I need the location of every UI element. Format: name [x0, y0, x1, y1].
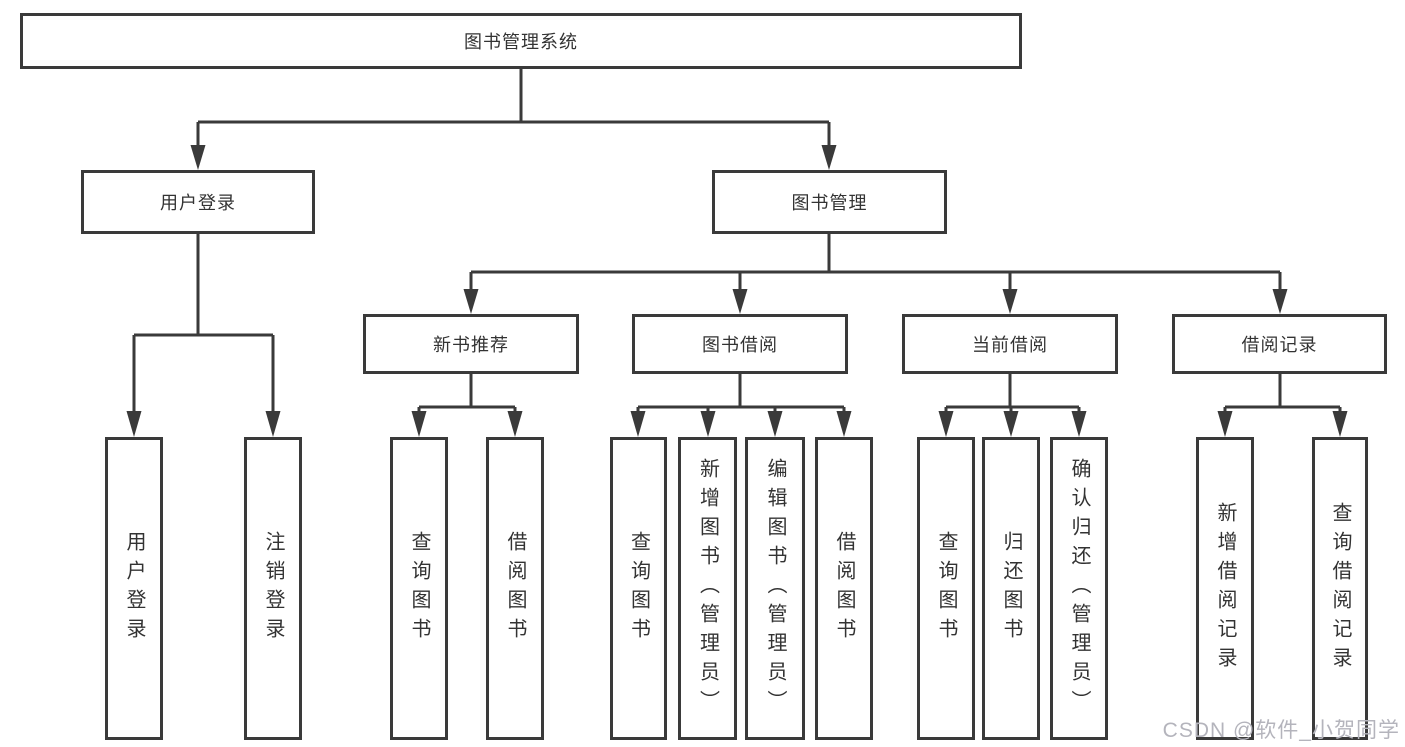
- node-borrowing-records: 借阅记录: [1172, 314, 1387, 374]
- arrow-down-icon: [630, 411, 646, 437]
- arrow-down-icon: [1332, 411, 1348, 437]
- arrow-down-icon: [700, 411, 716, 437]
- csdn-watermark: CSDN @软件_小贺同学: [1162, 719, 1400, 742]
- arrow-down-icon: [1003, 411, 1019, 437]
- arrow-down-icon: [265, 411, 281, 437]
- node-leaf-borrow-books: 借阅图书: [815, 437, 873, 740]
- node-leaf-edit-books-admin: 编辑图书（管理员）: [745, 437, 805, 740]
- node-leaf-add-borrow-record: 新增借阅记录: [1196, 437, 1254, 740]
- node-leaf-query-books: 查询图书: [610, 437, 667, 740]
- arrow-down-icon: [767, 411, 783, 437]
- arrow-down-icon: [836, 411, 852, 437]
- arrowheads: [126, 145, 1348, 437]
- node-book-borrowing: 图书借阅: [632, 314, 848, 374]
- arrow-down-icon: [507, 411, 523, 437]
- node-leaf-logout: 注销登录: [244, 437, 302, 740]
- connector-userlogin-to-leaves: [132, 234, 275, 414]
- node-leaf-user-login: 用户登录: [105, 437, 163, 740]
- arrow-down-icon: [938, 411, 954, 437]
- node-leaf-query-borrow-record: 查询借阅记录: [1312, 437, 1368, 740]
- arrow-down-icon: [1272, 289, 1288, 314]
- node-leaf-confirm-return-admin: 确认归还（管理员）: [1050, 437, 1108, 740]
- arrow-down-icon: [821, 145, 837, 170]
- arrow-down-icon: [126, 411, 142, 437]
- arrow-down-icon: [190, 145, 206, 170]
- arrow-down-icon: [1217, 411, 1233, 437]
- node-leaf-query-books: 查询图书: [917, 437, 975, 740]
- arrow-down-icon: [411, 411, 427, 437]
- node-user-login: 用户登录: [81, 170, 315, 234]
- arrow-down-icon: [732, 289, 748, 314]
- arrow-down-icon: [463, 289, 479, 314]
- node-leaf-return-books: 归还图书: [982, 437, 1040, 740]
- node-new-book-recommend: 新书推荐: [363, 314, 579, 374]
- node-book-management: 图书管理: [712, 170, 947, 234]
- node-current-borrowing: 当前借阅: [902, 314, 1118, 374]
- node-library-management-system: 图书管理系统: [20, 13, 1022, 69]
- node-leaf-query-books: 查询图书: [390, 437, 448, 740]
- connector-borrowrecords-to-leaves: [1223, 374, 1342, 414]
- connector-currentborrow-to-leaves: [944, 374, 1081, 414]
- node-leaf-borrow-books: 借阅图书: [486, 437, 544, 740]
- arrow-down-icon: [1071, 411, 1087, 437]
- connector-bookborrow-to-leaves: [636, 374, 846, 414]
- connector-newbookrec-to-leaves: [417, 374, 517, 414]
- connector-root-to-level2: [196, 69, 831, 147]
- node-leaf-add-books-admin: 新增图书（管理员）: [678, 437, 737, 740]
- arrow-down-icon: [1002, 289, 1018, 314]
- connector-bookmgmt-to-level3: [469, 234, 1282, 291]
